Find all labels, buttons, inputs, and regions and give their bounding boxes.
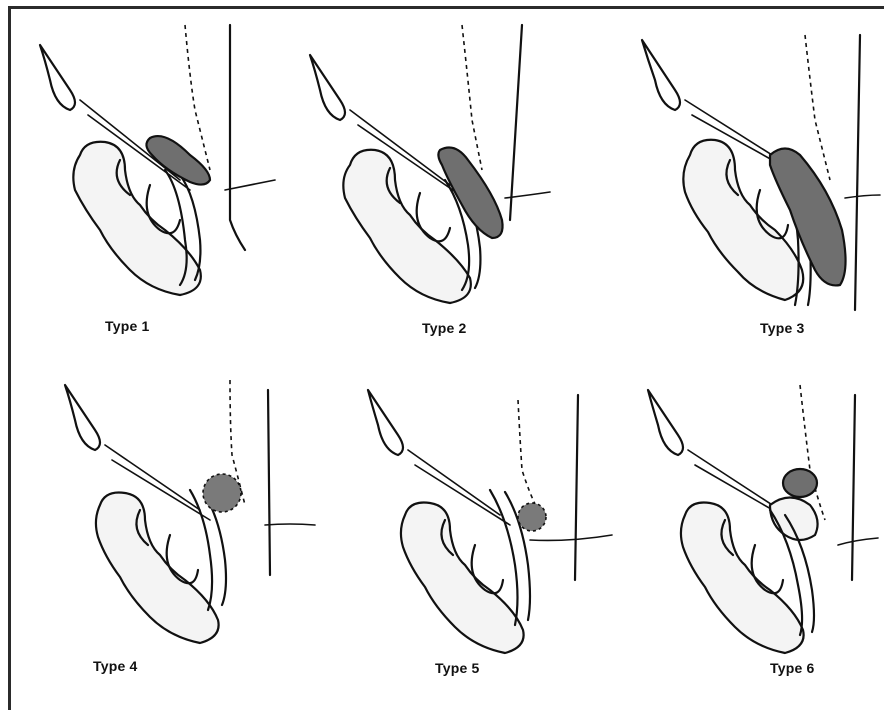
panel-type-3 bbox=[630, 30, 884, 330]
frame-border-top bbox=[8, 6, 884, 9]
panel-label-type-3: Type 3 bbox=[760, 320, 805, 336]
frame-border-left bbox=[8, 6, 11, 710]
panel-label-type-1: Type 1 bbox=[105, 318, 150, 334]
panel-label-type-4: Type 4 bbox=[93, 658, 138, 674]
panel-type-4-drawing bbox=[60, 375, 330, 655]
panel-type-5-drawing bbox=[350, 380, 620, 660]
panel-type-5 bbox=[350, 380, 620, 680]
panel-type-1-drawing bbox=[30, 20, 300, 320]
panel-type-6-drawing bbox=[640, 380, 880, 660]
panel-type-1 bbox=[30, 20, 300, 320]
panel-type-2 bbox=[300, 20, 570, 320]
panel-type-2-drawing bbox=[300, 20, 570, 320]
panel-label-type-6: Type 6 bbox=[770, 660, 815, 676]
panel-type-6 bbox=[640, 380, 884, 680]
panel-label-type-5: Type 5 bbox=[435, 660, 480, 676]
panel-label-type-2: Type 2 bbox=[422, 320, 467, 336]
panel-type-4 bbox=[60, 375, 330, 675]
panel-type-3-drawing bbox=[630, 30, 884, 330]
